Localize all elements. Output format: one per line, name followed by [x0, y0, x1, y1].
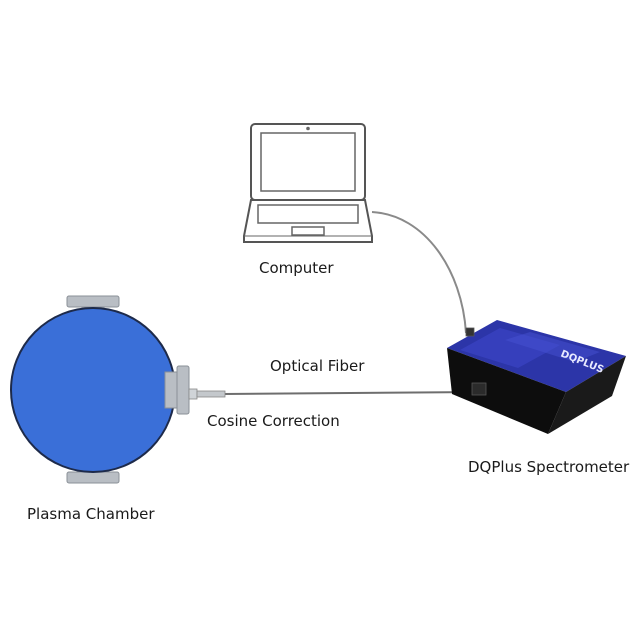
spectrometer-icon: DQPLUS [447, 320, 626, 434]
optical-fiber-label: Optical Fiber [270, 357, 365, 375]
computer-label: Computer [259, 259, 334, 277]
cosine-corrector-icon [188, 388, 226, 400]
laptop-icon [243, 123, 373, 243]
cosine-correction-label: Cosine Correction [207, 412, 340, 430]
usb-cable [371, 211, 467, 334]
optical-fiber-line [223, 391, 483, 395]
plasma-chamber-label: Plasma Chamber [27, 505, 155, 523]
plasma-chamber-icon [10, 295, 190, 484]
spectrometer-label: DQPlus Spectrometer [468, 458, 630, 476]
